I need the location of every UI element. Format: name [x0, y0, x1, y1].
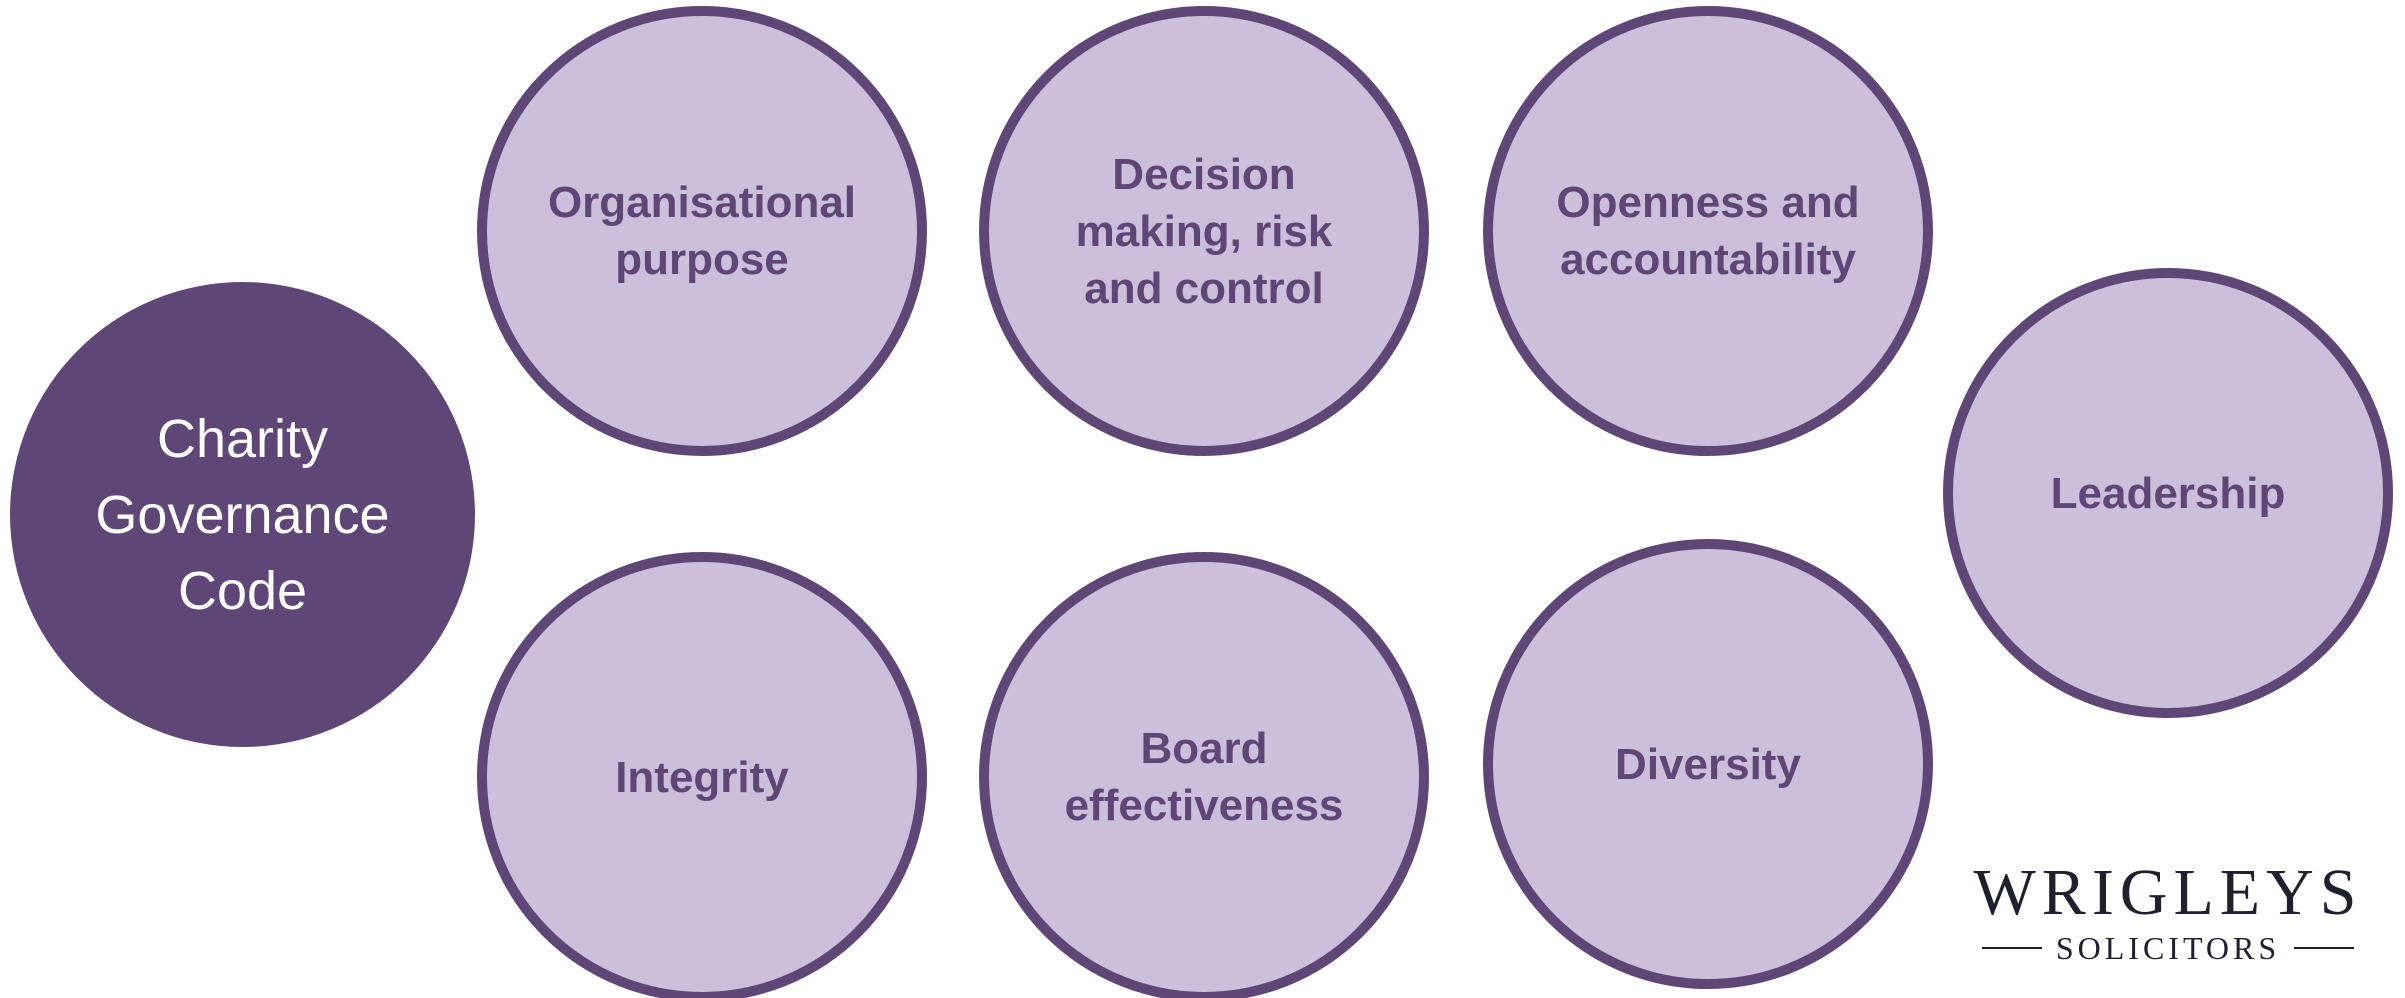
principle-label: Decision making, risk and control [1075, 149, 1333, 313]
center-node-charity-governance-code: Charity Governance Code [10, 282, 475, 747]
principle-node-leadership: Leadership [1943, 268, 2393, 718]
principle-label: Openness and accountability [1556, 178, 1860, 284]
logo-rule-left [1981, 947, 2042, 949]
principle-node-openness-accountability: Openness and accountability [1483, 6, 1933, 456]
center-node-label: Charity Governance Code [95, 408, 390, 621]
principle-label: Diversity [1615, 739, 1801, 789]
principle-label: Organisational purpose [547, 178, 857, 284]
wrigleys-solicitors-logo: WRIGLEYS SOLICITORS [1968, 858, 2368, 968]
principle-node-decision-making: Decision making, risk and control [979, 6, 1429, 456]
logo-subline: SOLICITORS [1968, 930, 2368, 966]
logo-submark: SOLICITORS [2055, 930, 2281, 966]
principle-node-integrity: Integrity [477, 552, 927, 998]
principle-node-board-effectiveness: Board effectiveness [979, 552, 1429, 998]
logo-wordmark: WRIGLEYS [1973, 856, 2363, 929]
principle-label: Board effectiveness [1064, 724, 1344, 830]
principle-node-organisational-purpose: Organisational purpose [477, 6, 927, 456]
logo-rule-right [2294, 947, 2355, 949]
principle-label: Leadership [2050, 468, 2286, 518]
principle-node-diversity: Diversity [1483, 539, 1933, 989]
principle-label: Integrity [615, 752, 789, 802]
